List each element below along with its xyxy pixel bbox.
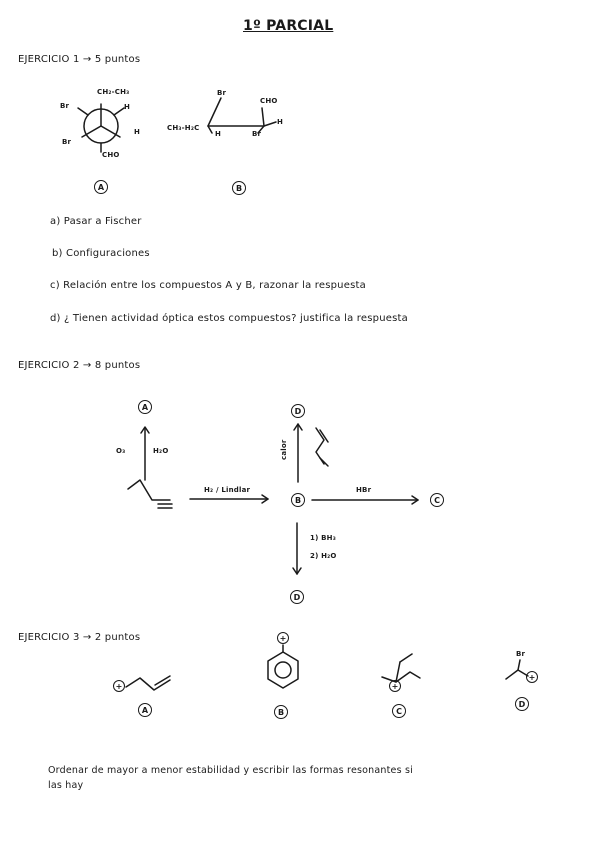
- reagent-h2o-top: H₂O: [153, 447, 169, 455]
- label-product-d-bottom: D: [290, 590, 304, 604]
- reagent-o3: O₃: [116, 447, 126, 455]
- cation-c-charge: +: [389, 680, 401, 692]
- question-d: d) ¿ Tienen actividad óptica estos compu…: [50, 313, 408, 324]
- label-cation-d: D: [515, 697, 529, 711]
- cation-d-charge: +: [526, 671, 538, 683]
- label-cation-c: C: [392, 704, 406, 718]
- question-a: a) Pasar a Fischer: [50, 216, 142, 227]
- sawhorse-left-group: CH₃-H₂C: [167, 124, 200, 132]
- newman-left-up: Br: [60, 102, 70, 110]
- page-title: 1º PARCIAL: [243, 18, 334, 34]
- reagent-step-2: 2) H₂O: [310, 552, 337, 560]
- reagent-step-1: 1) BH₃: [310, 534, 336, 542]
- exercise-3-instruction-line-1: Ordenar de mayor a menor estabilidad y e…: [48, 765, 413, 776]
- sawhorse-cho: CHO: [260, 97, 278, 105]
- label-compound-a: A: [94, 180, 108, 194]
- exercise-2-heading: EJERCICIO 2 → 8 puntos: [18, 360, 141, 371]
- question-c: c) Relación entre los compuestos A y B, …: [50, 280, 366, 291]
- reagent-h2-lindlar: H₂ / Lindlar: [204, 486, 251, 494]
- exercise-3-heading: EJERCICIO 3 → 2 puntos: [18, 632, 141, 643]
- label-product-b: B: [291, 493, 305, 507]
- sawhorse-br-right: Br: [252, 130, 262, 138]
- newman-right-up: H: [124, 103, 131, 111]
- sawhorse-br-top: Br: [217, 89, 227, 97]
- exercise-1-heading: EJERCICIO 1 → 5 puntos: [18, 54, 141, 65]
- label-product-a: A: [138, 400, 152, 414]
- label-compound-b: B: [232, 181, 246, 195]
- cation-d-br: Br: [516, 650, 526, 658]
- question-b: b) Configuraciones: [52, 248, 150, 259]
- reagent-hbr: HBr: [356, 486, 372, 494]
- label-cation-a: A: [138, 703, 152, 717]
- newman-right-down: H: [134, 128, 141, 136]
- newman-left-down: Br: [62, 138, 72, 146]
- sawhorse-h-right: H: [277, 118, 284, 126]
- newman-top-group: CH₂-CH₃: [97, 88, 130, 96]
- newman-bottom: CHO: [102, 151, 120, 159]
- cation-a-charge: +: [113, 680, 125, 692]
- label-cation-b: B: [274, 705, 288, 719]
- label-product-c: C: [430, 493, 444, 507]
- sawhorse-h-left: H: [215, 130, 222, 138]
- label-product-d-top: D: [291, 404, 305, 418]
- cation-b-charge: +: [277, 632, 289, 644]
- exercise-3-instruction-line-2: las hay: [48, 780, 84, 791]
